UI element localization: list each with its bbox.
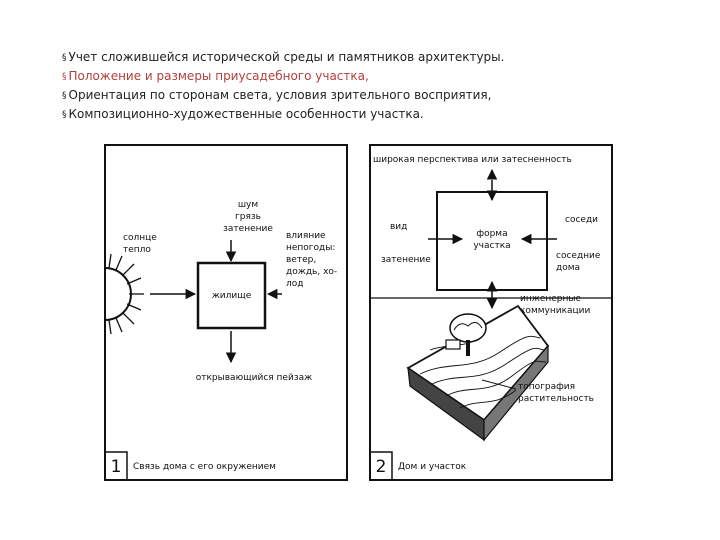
bullet-item: §Композиционно-художественные особенност… [62, 105, 504, 124]
left-label-line-2: тепло [123, 245, 151, 255]
bullet-marker: § [62, 53, 67, 63]
infra-label-line-1: инженерные [520, 294, 582, 304]
bullet-item: §Ориентация по сторонам света, условия з… [62, 86, 504, 105]
neighbor-houses-line-1: соседние [556, 251, 601, 261]
tree-icon [449, 313, 487, 356]
panel-2-caption: Дом и участок [398, 462, 467, 472]
dwelling-label: жилище [212, 291, 252, 301]
infra-label-line-2: коммуникации [520, 306, 591, 316]
neighbors-label: соседи [565, 215, 598, 225]
left-label-line-1: солнце [123, 233, 157, 243]
bullet-marker: § [62, 91, 67, 101]
plot-label-line-2: участка [473, 241, 510, 251]
bullet-text: Ориентация по сторонам света, условия зр… [68, 88, 492, 102]
right-label-line-2: непогоды: [286, 243, 335, 253]
terrain-block [406, 304, 550, 442]
bullet-text: Учет сложившейся исторической среды и па… [68, 50, 505, 64]
terrain-label-line-2: растительность [518, 394, 594, 404]
bullet-marker: § [62, 110, 67, 120]
view-label: вид [390, 222, 407, 232]
bullet-item: §Учет сложившейся исторической среды и п… [62, 48, 504, 67]
right-label-line-1: влияние [286, 231, 326, 241]
bullet-text: Композиционно-художественные особенности… [68, 107, 424, 121]
shading-label: затенение [381, 255, 431, 265]
panel-1-number-box [104, 451, 128, 481]
right-label-line-3: ветер, [286, 255, 316, 265]
neighbor-houses-line-2: дома [556, 263, 580, 273]
panel-2-frame [369, 144, 613, 481]
dwelling-box [196, 261, 267, 330]
top-label-line-2: грязь [235, 212, 261, 222]
bottom-label: открывающийся пейзаж [196, 373, 312, 383]
panel-1: солнце тепло жилище шум грязь затенение … [104, 144, 348, 481]
right-label-line-5: лод [286, 279, 303, 289]
bullet-text: Положение и размеры приусадебного участк… [68, 69, 369, 83]
bullet-list: §Учет сложившейся исторической среды и п… [62, 48, 504, 124]
panel-2-number-box [369, 451, 393, 481]
terrain-leader-line [481, 379, 517, 390]
top-perspective-label: широкая перспектива или затесненность [373, 155, 572, 165]
panel-1-frame [104, 144, 348, 481]
plot-label-line-1: форма [476, 229, 507, 239]
top-label-line-1: шум [238, 200, 258, 210]
top-label-line-3: затенение [223, 224, 273, 234]
right-label-line-4: дождь, хо- [286, 267, 337, 277]
bullet-marker: § [62, 72, 67, 82]
panel-1-number: 1 [111, 457, 122, 477]
terrain-label-line-1: топография [518, 382, 575, 392]
panel-2-number: 2 [376, 457, 387, 477]
panel-1-caption: Связь дома с его окружением [133, 462, 276, 472]
bullet-item: §Положение и размеры приусадебного участ… [62, 67, 504, 86]
sun-icon [104, 253, 144, 335]
house-icon [445, 339, 461, 350]
panel-2: широкая перспектива или затесненность фо… [369, 144, 613, 481]
